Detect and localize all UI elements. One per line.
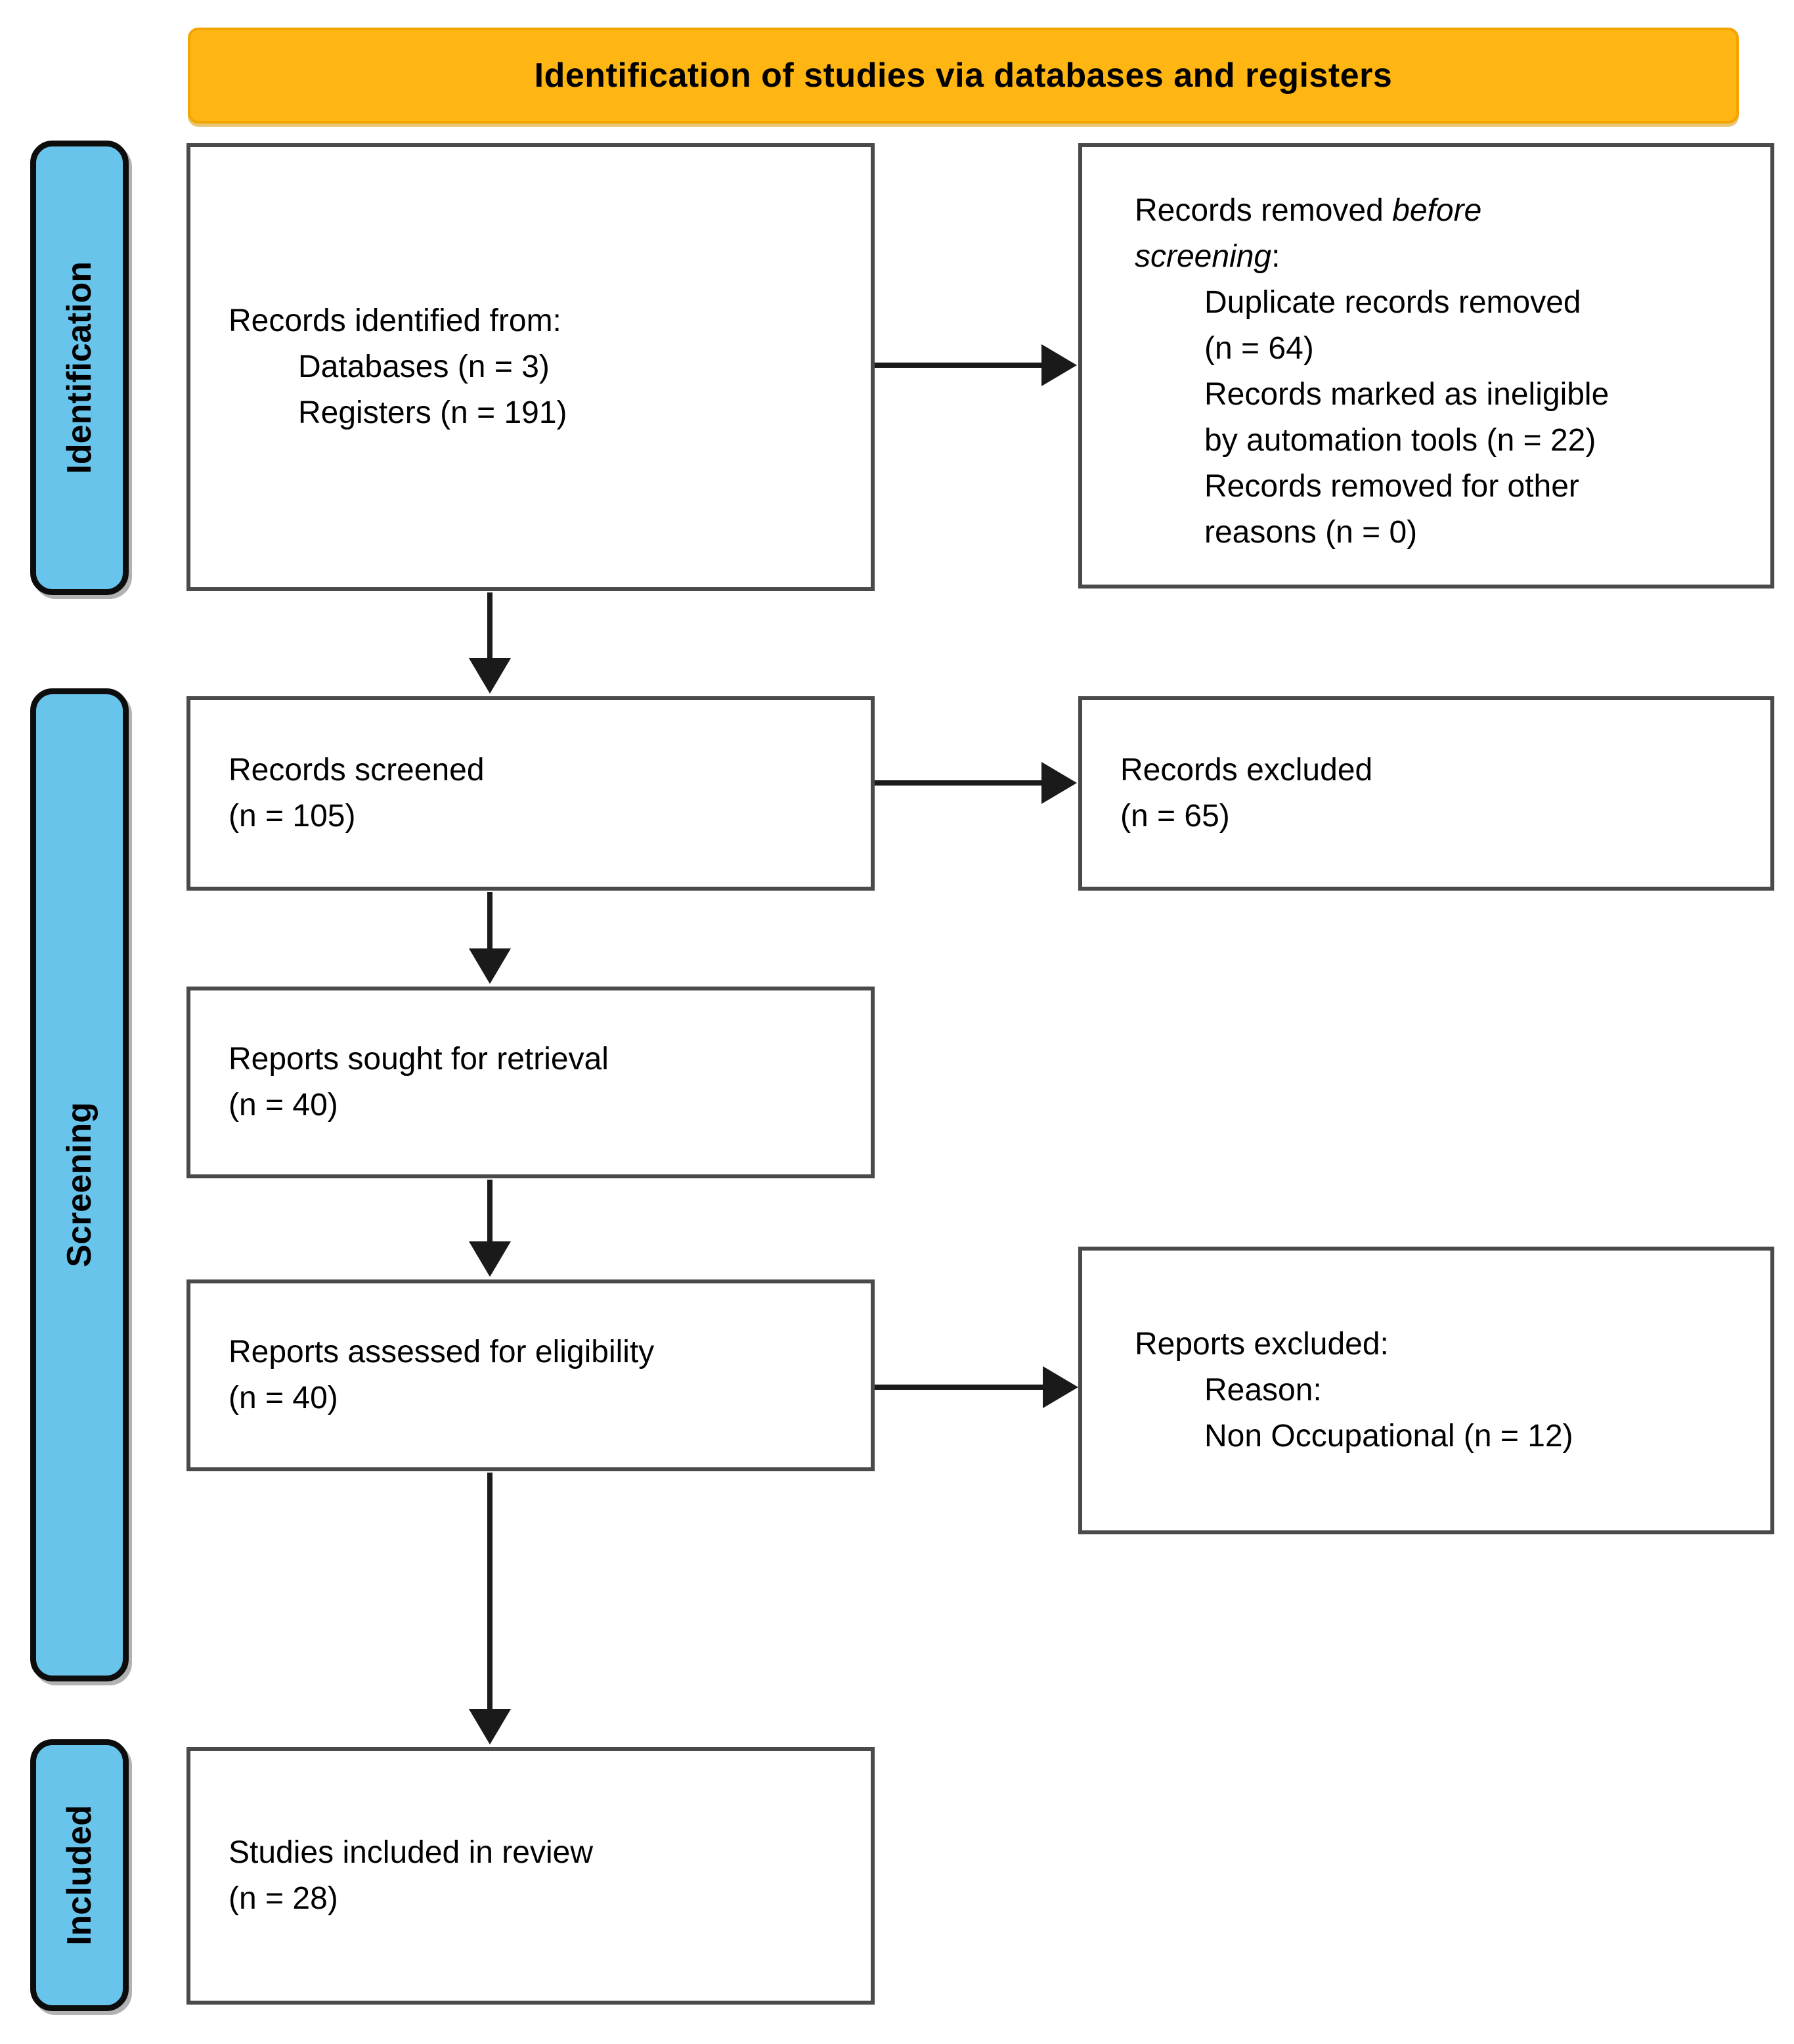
stage-bar-included-label: Included: [60, 1805, 98, 1945]
box-records-screened: Records screened (n = 105): [186, 696, 875, 891]
box-records-excluded: Records excluded (n = 65): [1078, 696, 1774, 891]
box-studies-included: Studies included in review (n = 28): [186, 1747, 875, 2005]
box-text-line: by automation tools (n = 22): [1204, 423, 1596, 458]
box-text-line: Reports assessed for eligibility: [229, 1335, 655, 1369]
box-text-line: Reason:: [1204, 1373, 1322, 1408]
box-text-line: Registers (n = 191): [298, 395, 567, 430]
box-text-line: Reports sought for retrieval: [229, 1042, 609, 1077]
box-text-line: Records marked as ineligible: [1204, 377, 1609, 412]
box-reports-assessed: Reports assessed for eligibility (n = 40): [186, 1279, 875, 1471]
arrow-identified-to-removed: [875, 344, 1077, 386]
box-reports-sought: Reports sought for retrieval (n = 40): [186, 987, 875, 1178]
box-records-removed-before-screening: Records removed before screening: Duplicat…: [1078, 143, 1774, 589]
box-text-line: (n = 28): [229, 1881, 338, 1916]
box-text-line: Studies included in review: [229, 1835, 593, 1870]
arrow-identified-to-screened: [469, 592, 511, 694]
box-text-line: Records removed before: [1135, 193, 1482, 228]
stage-bar-included: Included: [30, 1739, 129, 2011]
box-text-line: (n = 64): [1204, 331, 1314, 366]
banner-title: Identification of studies via databases …: [188, 28, 1739, 123]
box-text-line: Records removed for other: [1204, 469, 1579, 504]
arrow-sought-to-assessed: [469, 1180, 511, 1277]
arrow-assessed-to-excluded: [875, 1366, 1078, 1408]
box-text-line: (n = 65): [1120, 799, 1230, 833]
stage-bar-identification: Identification: [30, 141, 129, 595]
arrow-assessed-to-included: [469, 1473, 511, 1744]
box-text-line: (n = 105): [229, 799, 356, 833]
stage-bar-identification-label: Identification: [60, 261, 98, 474]
box-text-line: Records identified from:: [229, 303, 561, 338]
box-records-identified: Records identified from: Databases (n = 3…: [186, 143, 875, 591]
box-text-line: Records excluded: [1120, 753, 1373, 788]
box-text-line: Reports excluded:: [1135, 1327, 1389, 1362]
box-text-line: reasons (n = 0): [1204, 515, 1418, 550]
box-text-line: Duplicate records removed: [1204, 285, 1581, 320]
box-reports-excluded: Reports excluded: Reason: Non Occupational…: [1078, 1247, 1774, 1534]
box-text-line: screening:: [1135, 239, 1280, 274]
stage-bar-screening: Screening: [30, 688, 129, 1681]
stage-bar-screening-label: Screening: [60, 1102, 98, 1268]
box-text-line: Non Occupational (n = 12): [1204, 1419, 1573, 1454]
box-text-line: (n = 40): [229, 1088, 338, 1122]
arrow-screened-to-excluded: [875, 762, 1077, 804]
box-text-line: Databases (n = 3): [298, 349, 550, 384]
arrow-screened-to-sought: [469, 892, 511, 984]
banner-title-label: Identification of studies via databases …: [534, 56, 1393, 95]
box-text-line: (n = 40): [229, 1381, 338, 1415]
box-text-line: Records screened: [229, 753, 485, 788]
